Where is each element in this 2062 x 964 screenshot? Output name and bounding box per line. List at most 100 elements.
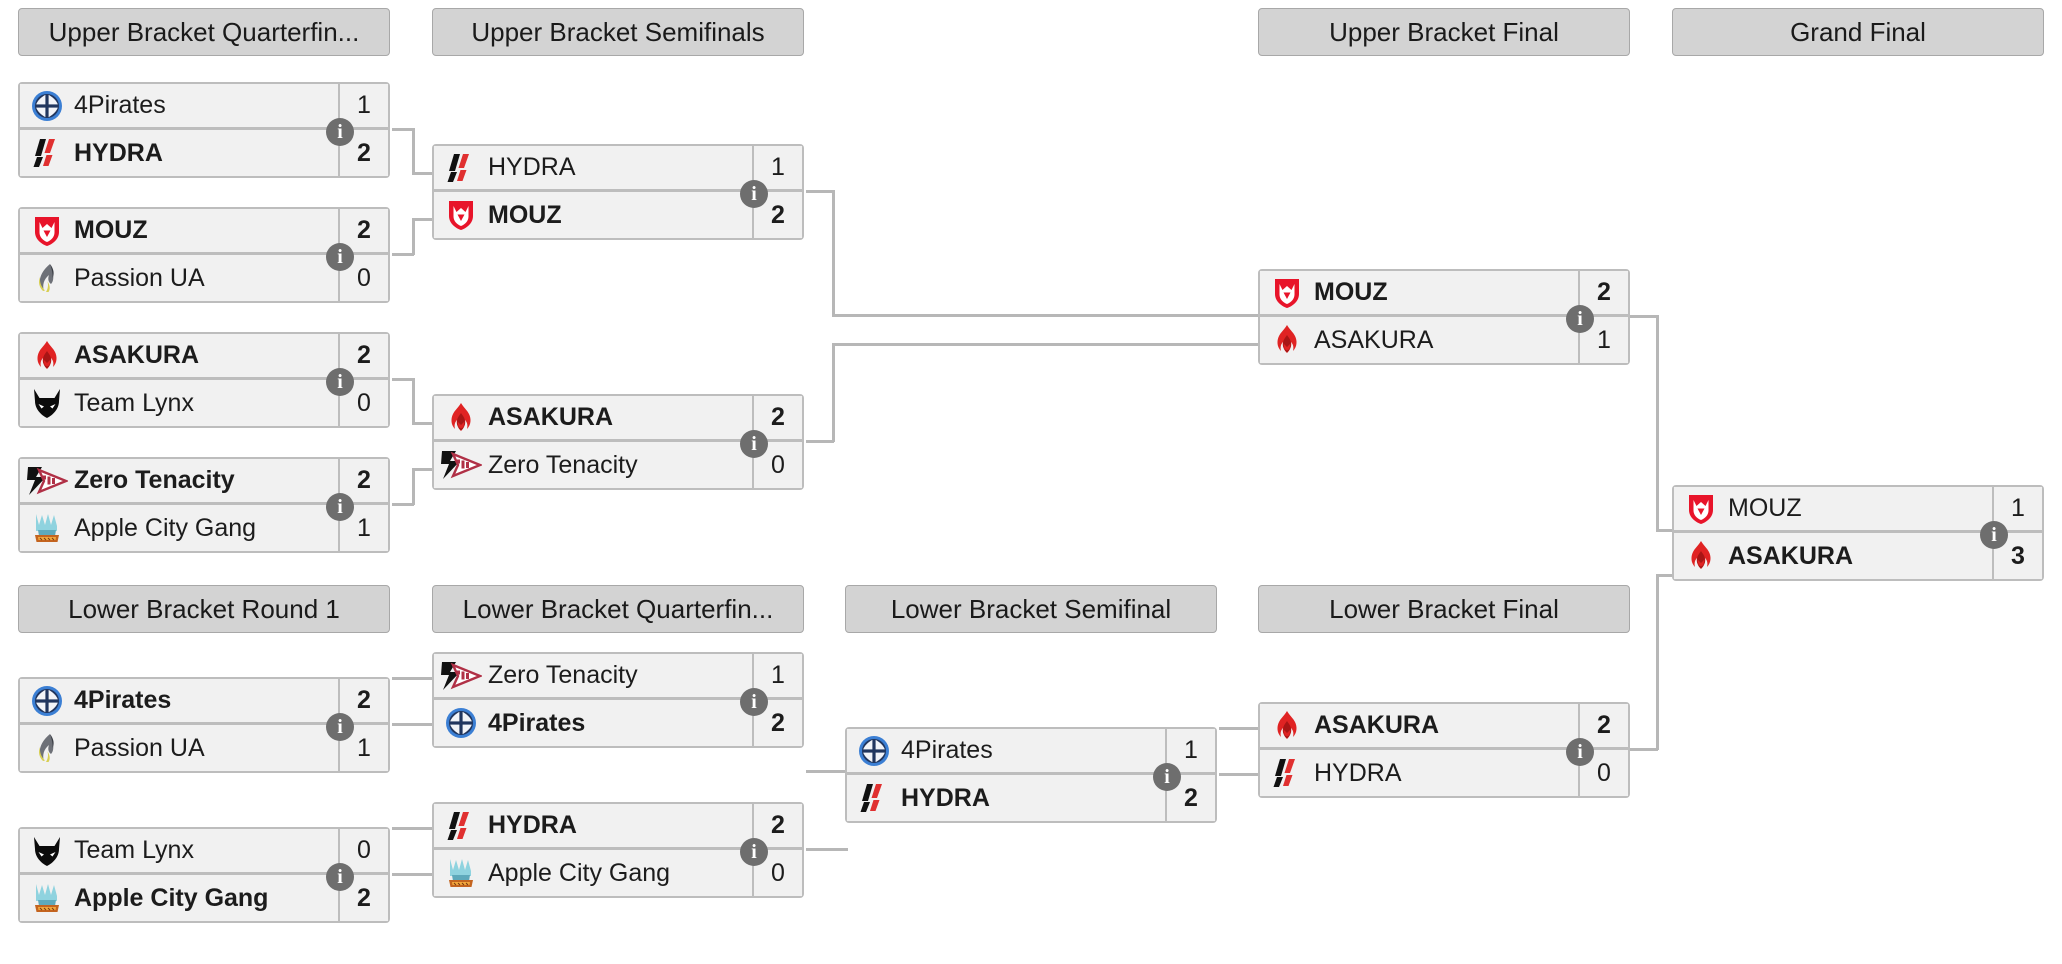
connector-lbqf2-top-in-h: [392, 827, 434, 830]
info-icon[interactable]: i: [326, 368, 354, 396]
connector-ubqf2-out-v: [412, 218, 415, 255]
info-icon[interactable]: i: [740, 180, 768, 208]
connector-ubsf1-out-h: [806, 190, 834, 193]
round-header-lbqf[interactable]: Lower Bracket Quarterfin...: [432, 585, 804, 633]
info-icon[interactable]: i: [326, 243, 354, 271]
connector-ubsf2-out-h: [806, 440, 834, 443]
connector-ubqf3-out-h: [392, 378, 414, 381]
4pirates-logo: [20, 681, 74, 721]
team-name: ASAKURA: [1314, 325, 1434, 354]
round-header-ubsf[interactable]: Upper Bracket Semifinals: [432, 8, 804, 56]
info-icon[interactable]: i: [1566, 738, 1594, 766]
connector-lbr1b-out-h: [392, 873, 434, 876]
connector-ubqf3-out-v: [412, 378, 415, 424]
connector-lbf1-out-h: [1630, 748, 1658, 751]
hydra-logo: [434, 806, 488, 846]
hydra-logo: [434, 148, 488, 188]
round-header-lbsf[interactable]: Lower Bracket Semifinal: [845, 585, 1217, 633]
info-icon[interactable]: i: [326, 713, 354, 741]
team-name: Apple City Gang: [488, 858, 671, 887]
info-icon[interactable]: i: [1980, 521, 2008, 549]
team-name: ASAKURA: [74, 341, 199, 369]
passionua-logo: [20, 258, 74, 298]
team-name: HYDRA: [488, 811, 577, 839]
info-icon[interactable]: i: [326, 118, 354, 146]
info-icon[interactable]: i: [740, 688, 768, 716]
team-name: MOUZ: [74, 216, 148, 244]
round-header-ubqf[interactable]: Upper Bracket Quarterfin...: [18, 8, 390, 56]
team-name: HYDRA: [901, 783, 990, 812]
connector-lbf1-in-h: [1656, 574, 1676, 577]
team-name: Passion UA: [74, 263, 205, 292]
connector-ubsf2-in-h: [832, 343, 1260, 346]
zerotenacity-logo: [434, 656, 488, 696]
hydra-logo: [1260, 753, 1314, 793]
connector-lbqf1-out-h: [806, 770, 848, 773]
connector-ubqf4-out-h: [392, 503, 414, 506]
connector-ubsf1-out-v: [832, 190, 835, 316]
info-icon[interactable]: i: [1153, 763, 1181, 791]
connector-lbr1a-out-h: [392, 723, 434, 726]
connector-ubsf1-in-h: [832, 314, 1260, 317]
connector-ubqf1-out-h: [392, 128, 414, 131]
asakura-logo: [434, 398, 488, 438]
round-header-gf[interactable]: Grand Final: [1672, 8, 2044, 56]
connector-ubqf1-out-v: [412, 128, 415, 174]
info-icon[interactable]: i: [326, 493, 354, 521]
match-row[interactable]: ASAKURA 2: [20, 334, 388, 380]
lynx-logo: [20, 383, 74, 423]
team-name: 4Pirates: [74, 91, 166, 119]
team-name: HYDRA: [488, 153, 576, 181]
connector-lbqf1-top-in-h: [392, 677, 434, 680]
team-score: 2: [338, 334, 388, 377]
applecity-logo: [434, 853, 488, 893]
round-header-ubf[interactable]: Upper Bracket Final: [1258, 8, 1630, 56]
connector-lbsf1-out-h: [1219, 773, 1261, 776]
round-header-lbf[interactable]: Lower Bracket Final: [1258, 585, 1630, 633]
team-score: 0: [338, 380, 388, 426]
asakura-logo: [1260, 706, 1314, 746]
round-header-lbr1[interactable]: Lower Bracket Round 1: [18, 585, 390, 633]
info-icon[interactable]: i: [326, 863, 354, 891]
team-name: Team Lynx: [74, 388, 194, 417]
info-icon[interactable]: i: [740, 838, 768, 866]
mouz-logo: [434, 195, 488, 235]
team-name: ASAKURA: [1314, 711, 1439, 739]
applecity-logo: [20, 878, 74, 918]
team-name: ASAKURA: [1728, 541, 1853, 570]
team-score: 2: [752, 700, 802, 746]
team-name: 4Pirates: [488, 708, 586, 737]
info-icon[interactable]: i: [1566, 305, 1594, 333]
info-icon[interactable]: i: [740, 430, 768, 458]
mouz-logo: [1674, 489, 1728, 529]
4pirates-logo: [20, 86, 74, 126]
connector-ubf1-in-h: [1656, 529, 1676, 532]
